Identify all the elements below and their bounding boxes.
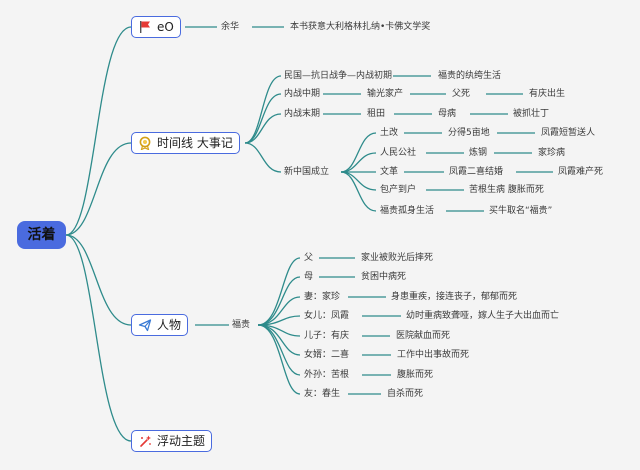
newchina-s3-c[interactable]: 凤霞难产死 — [558, 167, 604, 177]
branch-people-label: 人物 — [157, 318, 182, 332]
branch-timeline[interactable]: 时间线 大事记 — [131, 132, 240, 154]
person-name[interactable]: 女儿：凤霞 — [304, 311, 350, 321]
branch-eo[interactable]: eO — [131, 16, 181, 38]
connector-newchina-s5 — [340, 171, 377, 212]
newchina-s2-a[interactable]: 人民公社 — [380, 148, 417, 158]
timeline-r2-b[interactable]: 父死 — [452, 89, 471, 99]
newchina-s4-a[interactable]: 包产到户 — [380, 185, 417, 195]
person-fate[interactable]: 腹胀而死 — [397, 370, 434, 380]
timeline-r2-a[interactable]: 输光家产 — [367, 89, 404, 99]
connector-root-timeline — [65, 142, 132, 236]
person-fate[interactable]: 自杀而死 — [387, 389, 424, 399]
branch-theme-label: 浮动主题 — [157, 434, 206, 448]
branch-theme[interactable]: 浮动主题 — [131, 430, 213, 452]
connector-newchina-s1 — [340, 132, 377, 173]
timeline-r1-era[interactable]: 民国—抗日战争—内战初期 — [284, 71, 393, 81]
connector-hub-6 — [257, 324, 301, 376]
connector-root-people — [65, 234, 132, 326]
connector-hub-1 — [257, 276, 301, 326]
connector-hub-0 — [257, 257, 301, 326]
timeline-r3-a[interactable]: 租田 — [367, 109, 386, 119]
branch-timeline-label: 时间线 大事记 — [157, 136, 233, 150]
person-fate[interactable]: 家业被败光后摔死 — [361, 253, 434, 263]
eo-author[interactable]: 余华 — [221, 22, 240, 32]
person-fate[interactable]: 幼时重病致聋哑，嫁人生子大出血而亡 — [406, 311, 560, 321]
connector-newchina-s4 — [340, 171, 377, 191]
person-fate[interactable]: 工作中出事故而死 — [397, 350, 470, 360]
timeline-r3-era[interactable]: 内战末期 — [284, 109, 321, 119]
newchina-s1-c[interactable]: 凤霞短暂送人 — [541, 128, 596, 138]
timeline-r3-c[interactable]: 被抓壮丁 — [513, 109, 550, 119]
person-fate[interactable]: 医院献血而死 — [396, 331, 451, 341]
newchina-s5-b[interactable]: 买牛取名“福贵” — [489, 206, 553, 216]
newchina-s2-b[interactable]: 炼钢 — [469, 148, 488, 158]
person-name[interactable]: 母 — [304, 272, 314, 282]
timeline-r2-era[interactable]: 内战中期 — [284, 89, 321, 99]
people-hub[interactable]: 福贵 — [232, 320, 251, 330]
newchina-s4-b[interactable]: 苦根生病 腹胀而死 — [469, 185, 544, 195]
sparkle-icon — [140, 435, 151, 447]
connector-newchina-s2 — [340, 152, 377, 173]
connector-root-theme — [65, 234, 132, 442]
connector-timeline-r3 — [244, 113, 282, 144]
branch-eo-label: eO — [157, 20, 174, 34]
newchina-s5-a[interactable]: 福贵孤身生活 — [380, 206, 435, 216]
medal-icon — [139, 136, 151, 150]
connector-root-eo — [65, 26, 132, 236]
person-name[interactable]: 女婿：二喜 — [304, 350, 350, 360]
person-name[interactable]: 儿子：有庆 — [304, 331, 350, 341]
person-fate[interactable]: 身患重疾，接连丧子，郁郁而死 — [391, 292, 518, 302]
branch-people[interactable]: 人物 — [131, 314, 189, 336]
connector-timeline-r2 — [244, 93, 282, 144]
newchina-s2-c[interactable]: 家珍病 — [538, 148, 566, 158]
newchina-s3-b[interactable]: 凤霞二喜结婚 — [449, 167, 504, 177]
newchina-s1-a[interactable]: 土改 — [380, 128, 399, 138]
person-name[interactable]: 妻：家珍 — [304, 292, 341, 302]
connector-timeline-r1 — [244, 75, 282, 144]
person-name[interactable]: 友：春生 — [304, 389, 341, 399]
eo-award[interactable]: 本书获意大利格林扎纳•卡佛文学奖 — [290, 22, 431, 32]
person-name[interactable]: 外孙：苦根 — [304, 370, 350, 380]
timeline-r2-c[interactable]: 有庆出生 — [529, 89, 566, 99]
person-fate[interactable]: 贫困中病死 — [361, 272, 407, 282]
newchina-s1-b[interactable]: 分得5亩地 — [448, 128, 490, 138]
root-node[interactable]: 活着 — [17, 221, 66, 249]
red-flag-icon — [140, 21, 150, 33]
newchina-s3-a[interactable]: 文革 — [380, 167, 399, 177]
timeline-newchina-era[interactable]: 新中国成立 — [284, 167, 330, 177]
timeline-r3-b[interactable]: 母病 — [438, 109, 457, 119]
connector-timeline-newchina — [244, 142, 282, 173]
timeline-r1-event[interactable]: 福贵的纨绔生活 — [438, 71, 502, 81]
person-name[interactable]: 父 — [304, 253, 314, 263]
paper-plane-icon — [138, 319, 152, 332]
connector-hub-7 — [257, 324, 301, 395]
